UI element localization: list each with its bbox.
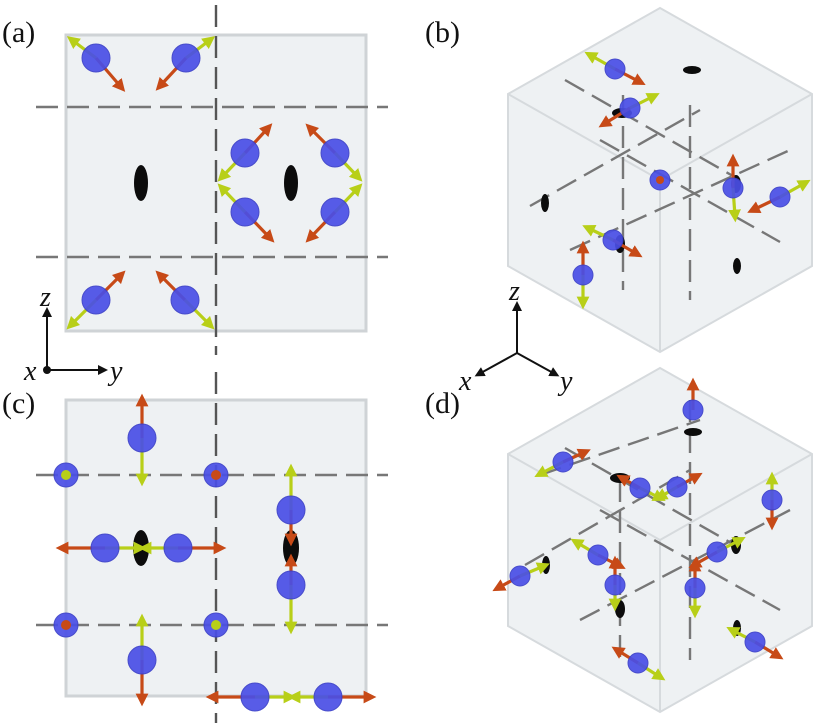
x-axis-dot	[43, 366, 51, 374]
axis-label-x: x	[23, 356, 37, 387]
panel-label-d: (d)	[425, 387, 460, 420]
atom-with-spin	[138, 533, 227, 563]
atom-with-spin	[55, 533, 147, 563]
panel-c	[36, 372, 388, 723]
atom-with-spin	[217, 123, 273, 182]
atom-with-spin	[572, 240, 594, 310]
atom-with-spin	[582, 224, 643, 258]
octahedron	[134, 165, 148, 201]
atom-with-spin	[604, 555, 626, 612]
atom-with-spin	[205, 682, 297, 712]
axis-label-x: x	[458, 366, 472, 397]
atom-with-spin	[688, 537, 746, 569]
atom-with-spin	[682, 377, 704, 421]
atom-with-spin	[217, 183, 275, 243]
atom-with-spin	[287, 682, 377, 712]
atom-with-spin	[654, 472, 703, 501]
axis-label-y: y	[107, 356, 123, 387]
atom-with-spin	[726, 627, 784, 660]
panel-label-b: (b)	[425, 16, 460, 49]
atom-with-spin	[611, 646, 666, 681]
atom-with-spin	[53, 612, 79, 638]
atom-with-spin	[584, 51, 646, 85]
atom-with-spin	[684, 558, 706, 619]
atom-with-spin	[155, 270, 215, 330]
atom-with-spin	[722, 153, 744, 223]
panel-b	[507, 6, 813, 354]
y-axis-arrow	[516, 352, 560, 377]
octahedron	[284, 165, 298, 201]
panel-label-c: (c)	[2, 387, 35, 420]
atom-with-spin	[276, 553, 306, 635]
atom-with-spin	[305, 123, 363, 182]
axes-3d: z x y	[458, 276, 573, 397]
atom-with-spin	[66, 36, 126, 92]
axis-label-z: z	[508, 276, 520, 307]
atom-with-spin	[649, 169, 671, 191]
panel-d	[492, 366, 813, 714]
atom-with-spin	[276, 463, 306, 547]
atom-with-spin	[203, 462, 229, 488]
atom-with-spin	[127, 613, 157, 707]
x-axis-arrow	[474, 352, 518, 377]
atom-with-spin	[761, 471, 783, 531]
atom-with-spin	[747, 179, 811, 213]
atom-with-spin	[53, 462, 79, 488]
axis-label-z: z	[39, 282, 51, 313]
atom-with-spin	[305, 183, 363, 243]
atom-with-spin	[492, 562, 550, 592]
atom-with-spin	[203, 612, 229, 638]
atom-with-spin	[155, 36, 216, 91]
atom-with-spin	[66, 270, 126, 330]
atom-with-spin	[127, 393, 157, 487]
axis-label-y: y	[557, 366, 573, 397]
panel-label-a: (a)	[2, 16, 35, 49]
panel-a	[36, 5, 388, 355]
atom-with-spin	[534, 448, 591, 477]
axes-2d: z x y	[23, 282, 123, 387]
atom-with-spin	[598, 93, 660, 128]
